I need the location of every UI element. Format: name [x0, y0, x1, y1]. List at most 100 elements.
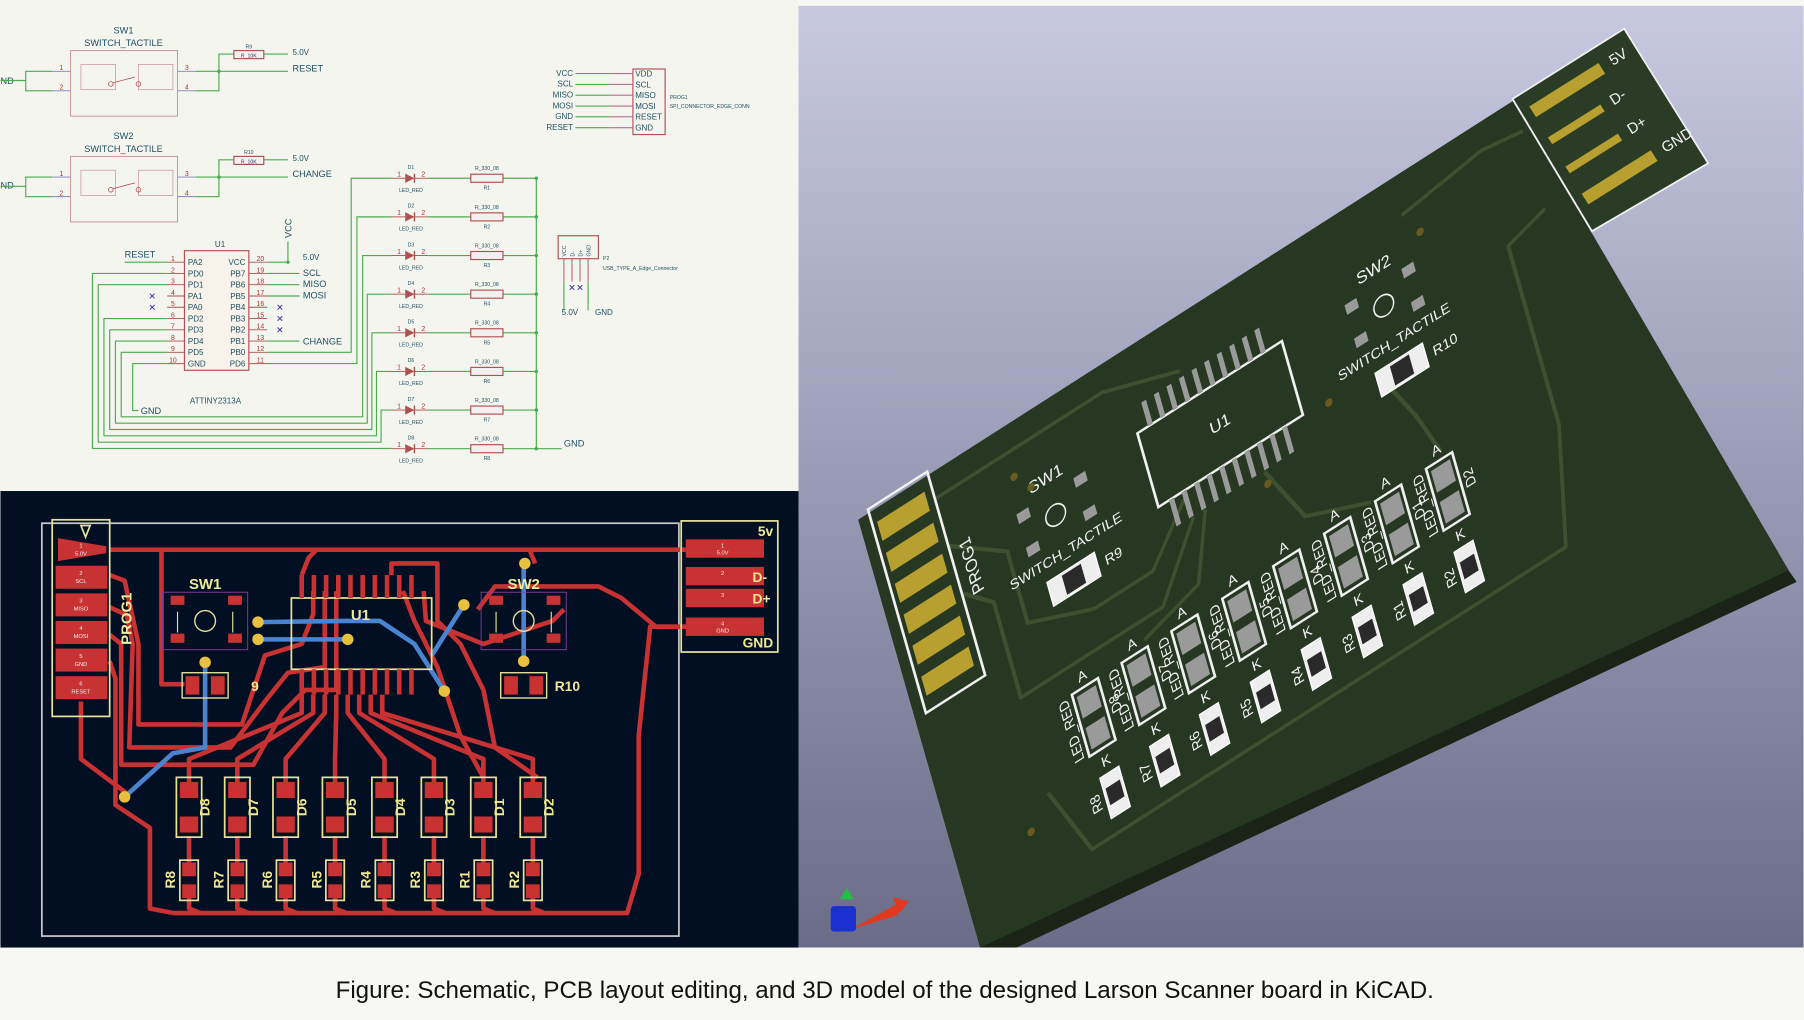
- resistor-ref: R10: [244, 150, 254, 156]
- copper-trace: [400, 590, 486, 779]
- led-ref: D2: [408, 204, 415, 210]
- net-label: SCL: [303, 268, 321, 278]
- led-pad-3d: [1388, 522, 1414, 557]
- resistor-value: R_330_08: [475, 359, 499, 365]
- pad: [525, 884, 540, 899]
- pin-number: 2: [59, 190, 63, 197]
- u1-pin-3d: [1256, 441, 1270, 471]
- pad: [372, 669, 378, 695]
- pad: [325, 816, 345, 833]
- resistor-label: R4: [359, 871, 374, 889]
- pin-number: 1: [397, 249, 401, 256]
- led-pad-3d: [1286, 587, 1312, 622]
- pin-name: VCC: [562, 245, 568, 256]
- pad: [55, 676, 108, 700]
- pad: [55, 593, 108, 617]
- usb-tab-3d: [1511, 27, 1710, 233]
- wire: [114, 293, 392, 424]
- via: [199, 656, 211, 669]
- led-diode-symbol: [405, 173, 415, 183]
- prog1-gold-finger: [903, 584, 957, 634]
- pin-number: 4: [171, 290, 175, 297]
- resistor-label-3d: R8: [1088, 791, 1107, 817]
- pcb-resistor-footprint: R8: [163, 859, 200, 902]
- wire: [97, 284, 392, 443]
- trace-3d: [1263, 470, 1372, 519]
- pad: [685, 617, 765, 636]
- pcb-led-footprint: D2: [519, 776, 557, 839]
- usb-label-d-plus: D+: [753, 592, 771, 607]
- axis-orientation-gizmo: [830, 887, 909, 932]
- footprint-label: SW1: [189, 576, 221, 593]
- pad-number: 2: [721, 571, 724, 577]
- led-ref: D3: [408, 242, 415, 248]
- pad: [375, 816, 394, 833]
- pad: [335, 669, 341, 695]
- pcb-resistor-footprint: R4: [359, 859, 395, 902]
- via: [517, 655, 530, 667]
- courtyard: [162, 591, 249, 651]
- pad: [311, 669, 317, 695]
- pad: [55, 648, 108, 672]
- pad: [182, 862, 196, 877]
- silk-outline: [223, 776, 251, 839]
- silk-outline: [227, 859, 248, 902]
- pin-name: PB5: [230, 292, 246, 301]
- pin-number: 15: [257, 312, 265, 319]
- pin-name: PB1: [230, 337, 246, 346]
- silk-outline: [275, 859, 296, 902]
- led-label: D6: [294, 798, 309, 816]
- u1-pin-3d: [1153, 391, 1166, 419]
- led-value: LED_RED: [399, 265, 423, 271]
- net-label-gnd: ND: [0, 181, 14, 191]
- resistor-center-3d: [1061, 563, 1087, 595]
- pin-name: SCL: [635, 80, 651, 89]
- net-label: MOSI: [553, 101, 574, 110]
- switch-pad-3d: [1353, 331, 1369, 349]
- pad: [182, 884, 196, 899]
- u1-pin-3d: [1241, 335, 1254, 363]
- copper-trace: [159, 549, 185, 687]
- pin-number: 10: [169, 357, 177, 364]
- resistor-symbol: [470, 212, 504, 222]
- pad: [474, 816, 493, 833]
- pad-number: 4: [721, 622, 725, 628]
- silk-outline: [178, 859, 200, 902]
- switch-pad-3d: [1344, 297, 1360, 315]
- resistor-symbol: [233, 50, 265, 60]
- resistor-symbol: [470, 366, 504, 377]
- pcb-resistor-footprint: R7: [212, 859, 248, 902]
- switch-pad-3d: [1082, 504, 1098, 522]
- resistor-symbol: [470, 405, 504, 415]
- switch-lever: [113, 76, 136, 84]
- resistor-center-3d: [1389, 354, 1415, 386]
- pad: [278, 884, 293, 899]
- resistor-symbol: [233, 155, 265, 166]
- led-cathode-label-3d: K: [1454, 525, 1467, 545]
- led-label-3d: D3: [1359, 529, 1378, 555]
- pin-number: 8: [171, 335, 175, 342]
- resistor-value: R_330_08: [475, 243, 499, 249]
- switch-outline: [512, 609, 535, 633]
- led-value: LED_RED: [399, 459, 423, 465]
- net-label-gnd: GND: [564, 438, 585, 448]
- pad: [170, 595, 185, 605]
- pin-number: 11: [257, 357, 264, 364]
- pin-number: 13: [257, 335, 265, 342]
- led-outline-3d: [1322, 515, 1370, 598]
- led-cathode-label-3d: K: [1301, 623, 1314, 643]
- led-anode-label-3d: A: [1126, 635, 1139, 655]
- pad: [360, 574, 365, 598]
- pin-number: 1: [59, 65, 63, 72]
- pin-number: 20: [257, 256, 265, 263]
- led-label: D2: [542, 798, 557, 816]
- switch-pad-3d: [1410, 294, 1426, 313]
- pad: [476, 884, 491, 899]
- pad: [55, 620, 108, 644]
- net-label: VCC: [556, 69, 573, 78]
- pad-name: MISO: [74, 607, 89, 613]
- via-3d: [1264, 479, 1272, 488]
